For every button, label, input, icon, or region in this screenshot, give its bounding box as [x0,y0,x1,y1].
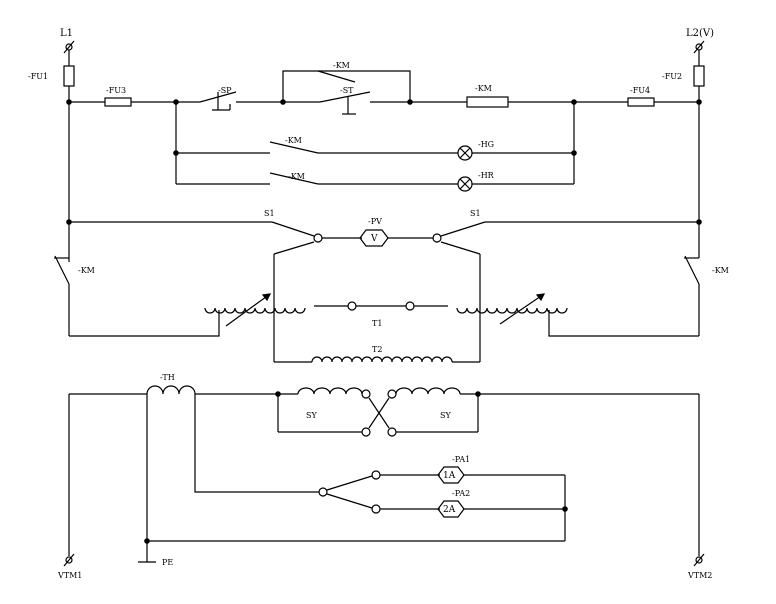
sy-left-winding [297,387,363,395]
label-vtm2: VTM2 [687,571,712,580]
label-fu3: -FU3 [106,86,126,95]
label-sy-right: SY [440,411,451,420]
lamp-hg-icon [457,145,473,161]
transformer-section: T1 T2 [69,254,699,363]
label-fu2: -FU2 [662,72,682,81]
ammeter-1a-icon: 1A [437,466,465,484]
t1-right-winding [456,307,568,314]
contactor-km-right: -KM [684,255,729,336]
fuse-fu4 [627,97,655,107]
current-transformer-th [146,385,196,395]
t1-left-variable-arrow [225,293,271,327]
label-l1: L1 [60,28,73,39]
fuse-fu1 [63,65,75,87]
voltmeter-icon: V [359,229,389,247]
sy-right-winding [395,387,461,395]
lamp-hr-icon [457,176,473,192]
label-pa1-symbol: 1A [443,471,456,481]
terminal-l2: L2(V) -FU2 [662,28,714,102]
label-pv: -PV [368,217,382,226]
label-fu4: -FU4 [630,86,650,95]
label-km-right: -KM [712,266,729,275]
t2-winding [311,356,453,363]
label-l2: L2(V) [686,28,714,39]
label-km-left: -KM [78,266,95,275]
t1-left-winding [204,307,306,314]
contactor-km-left: -KM [54,255,95,336]
label-fu1: -FU1 [28,72,48,81]
label-t2: T2 [372,345,382,354]
t1-right-variable-arrow [499,293,545,325]
label-pe: PE [162,558,173,567]
label-sy-left: SY [306,411,317,420]
terminal-vtm2: VTM2 [687,553,712,580]
control-circuit: -FU3 -SP -KM -ST -KM -FU4 -KM [66,61,702,192]
label-km-hold: -KM [333,61,350,70]
label-hg: -HG [478,140,494,149]
fuse-fu3 [104,97,132,107]
voltmeter-section: S1 V -PV S1 [66,209,702,255]
label-sp: -SP [218,86,232,95]
label-hr: -HR [478,171,495,180]
terminal-l1: L1 -FU1 [28,28,75,102]
label-st: -ST [340,86,354,95]
label-km-coil: -KM [475,84,492,93]
label-vtm1: VTM1 [57,571,82,580]
label-pv-symbol: V [370,234,378,244]
label-s1-right: S1 [470,209,481,218]
label-pa2-symbol: 2A [443,505,456,515]
label-s1-left: S1 [264,209,275,218]
label-pa1: -PA1 [452,455,470,464]
ammeter-2a-icon: 2A [437,500,465,518]
current-circuit: -TH SY SY 1A [68,373,700,567]
terminal-vtm1: VTM1 [57,553,82,580]
label-t1: T1 [372,319,382,328]
fuse-fu2 [693,65,705,87]
km-coil [466,96,509,108]
label-pa2: -PA2 [452,489,470,498]
label-km-hr: -KM [288,172,305,181]
label-km-hg: -KM [285,136,302,145]
label-th: -TH [160,373,175,382]
